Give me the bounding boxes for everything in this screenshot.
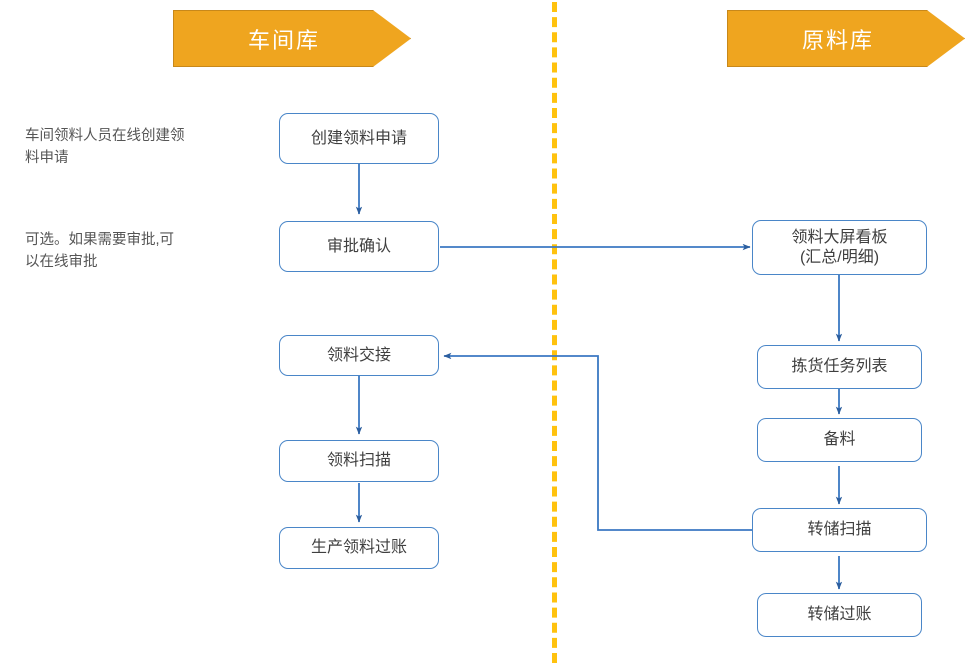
node-transfer-posting[interactable]: 转储过账 [757,593,922,637]
annotation-create-request-note: 车间领料人员在线创建领 料申请 [25,128,185,167]
annotation-approval-note: 可选。如果需要审批,可 以在线审批 [25,232,175,271]
lane-banner-workshop-warehouse-label: 车间库 [247,27,320,53]
node-approval-confirm[interactable]: 审批确认 [279,221,439,272]
node-material-preparation[interactable]: 备料 [757,418,922,462]
node-material-handover[interactable]: 领料交接 [279,335,439,376]
node-create-picking-request-label: 创建领料申请 [310,129,407,147]
node-transfer-scan[interactable]: 转储扫描 [752,508,927,552]
node-picking-dashboard[interactable]: 领料大屏看板 (汇总/明细) [752,220,927,275]
node-material-handover-label: 领料交接 [326,346,391,364]
node-production-picking-posting[interactable]: 生产领料过账 [279,527,439,569]
lane-banner-workshop-warehouse: 车间库 [173,10,411,67]
node-material-scan-label: 领料扫描 [326,452,391,469]
node-transfer-scan-label: 转储扫描 [807,521,872,538]
node-material-preparation-label: 备料 [823,431,856,448]
node-picking-dashboard-label: 领料大屏看板 (汇总/明细) [791,228,888,266]
node-material-scan[interactable]: 领料扫描 [279,440,439,482]
node-picking-task-list[interactable]: 拣货任务列表 [757,345,922,389]
node-production-picking-posting-label: 生产领料过账 [310,539,407,556]
lane-banner-material-warehouse-label: 原料库 [801,27,874,53]
connector-transfer-scan-to-handover [443,352,752,531]
node-picking-task-list-label: 拣货任务列表 [791,358,888,375]
lane-banner-material-warehouse: 原料库 [727,10,965,67]
node-transfer-posting-label: 转储过账 [807,606,872,623]
node-approval-confirm-label: 审批确认 [326,237,391,255]
lane-divider [552,2,557,663]
node-create-picking-request[interactable]: 创建领料申请 [279,113,439,164]
